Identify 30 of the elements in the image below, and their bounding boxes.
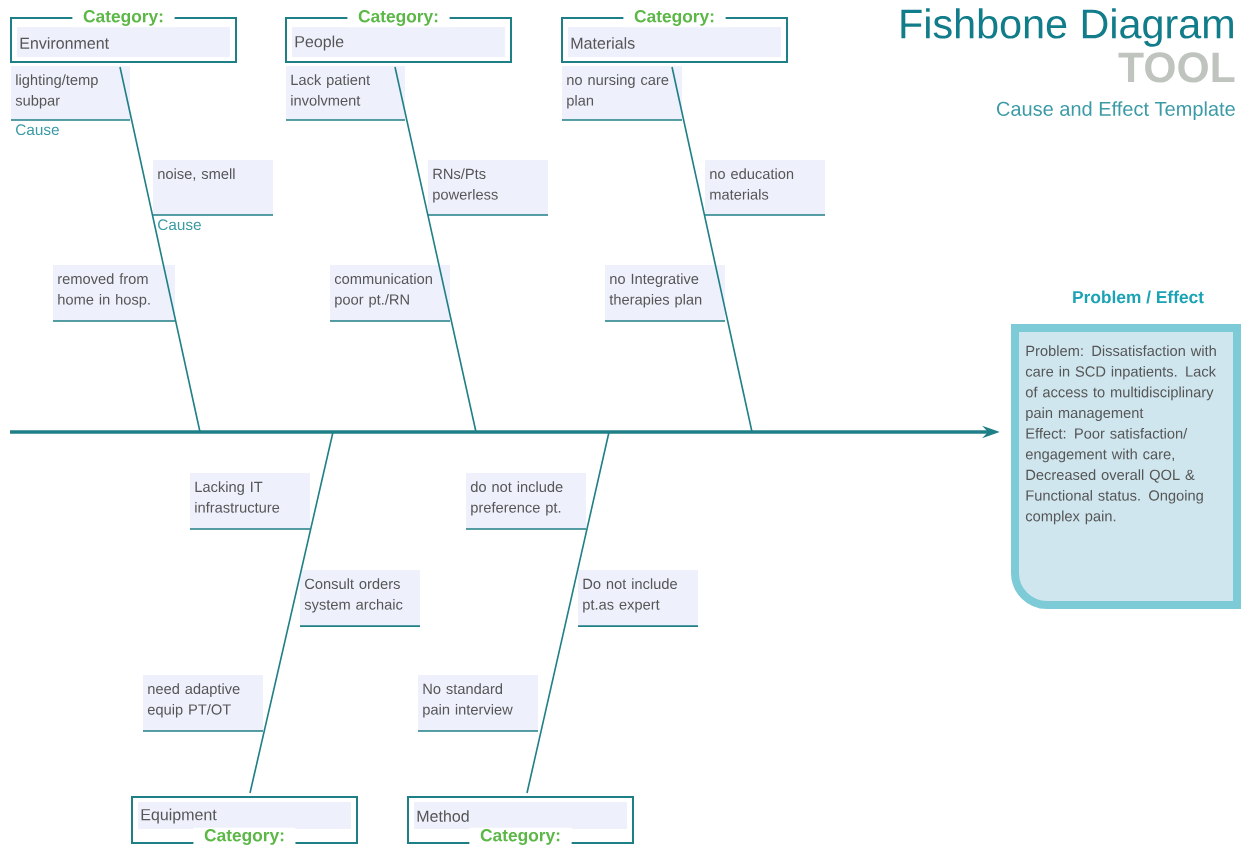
cause-box: No standard pain interview (417, 675, 539, 732)
cause-box: noise, smell (152, 160, 274, 216)
problem-heading: Problem / Effect (1073, 290, 1204, 304)
bone-line (671, 66, 753, 433)
cause-box: communication poor pt./RN (329, 265, 451, 322)
cause-box: need adaptive equip PT/OT (142, 675, 264, 732)
cause-box: Do not include pt.as expert (577, 570, 699, 627)
cause-label: Cause (158, 219, 201, 231)
cause-box: no nursing care plan (561, 66, 683, 121)
bone-line (394, 66, 477, 433)
cause-box: Consult orders system archaic (299, 570, 421, 627)
tool-heading: TOOL (1118, 52, 1235, 83)
bone-line (119, 66, 201, 433)
bone-line (249, 431, 334, 794)
cause-box: no Integrative therapies plan (604, 265, 726, 322)
bone-line (526, 431, 610, 794)
title: Fishbone Diagram (901, 8, 1233, 47)
category-heading: Category: (623, 8, 726, 28)
subtitle: Cause and Effect Template (997, 101, 1235, 120)
cause-label: Cause (16, 124, 59, 136)
cause-box: Lack patient involvment (285, 66, 406, 121)
cause-box: lighting/temp subpar (10, 66, 131, 121)
problem-box: Problem: Dissatisfaction with care in SCD inpatients. Lack of access to multidisciplinary pain management Effect: Poor satisfaction/ engagement with care, Decreased overall QOL & Functional status. Ongoing complex pain. (1011, 324, 1241, 609)
category-heading: Category: (72, 8, 175, 28)
cause-box: no education materials (704, 160, 826, 216)
category-heading: Category: (347, 8, 450, 28)
cause-box: Lacking IT infrastructure (189, 473, 311, 530)
cause-box: RNs/Pts powerless (427, 160, 549, 216)
cause-box: do not include preference pt. (465, 473, 587, 530)
cause-box: removed from home in hosp. (52, 265, 176, 322)
